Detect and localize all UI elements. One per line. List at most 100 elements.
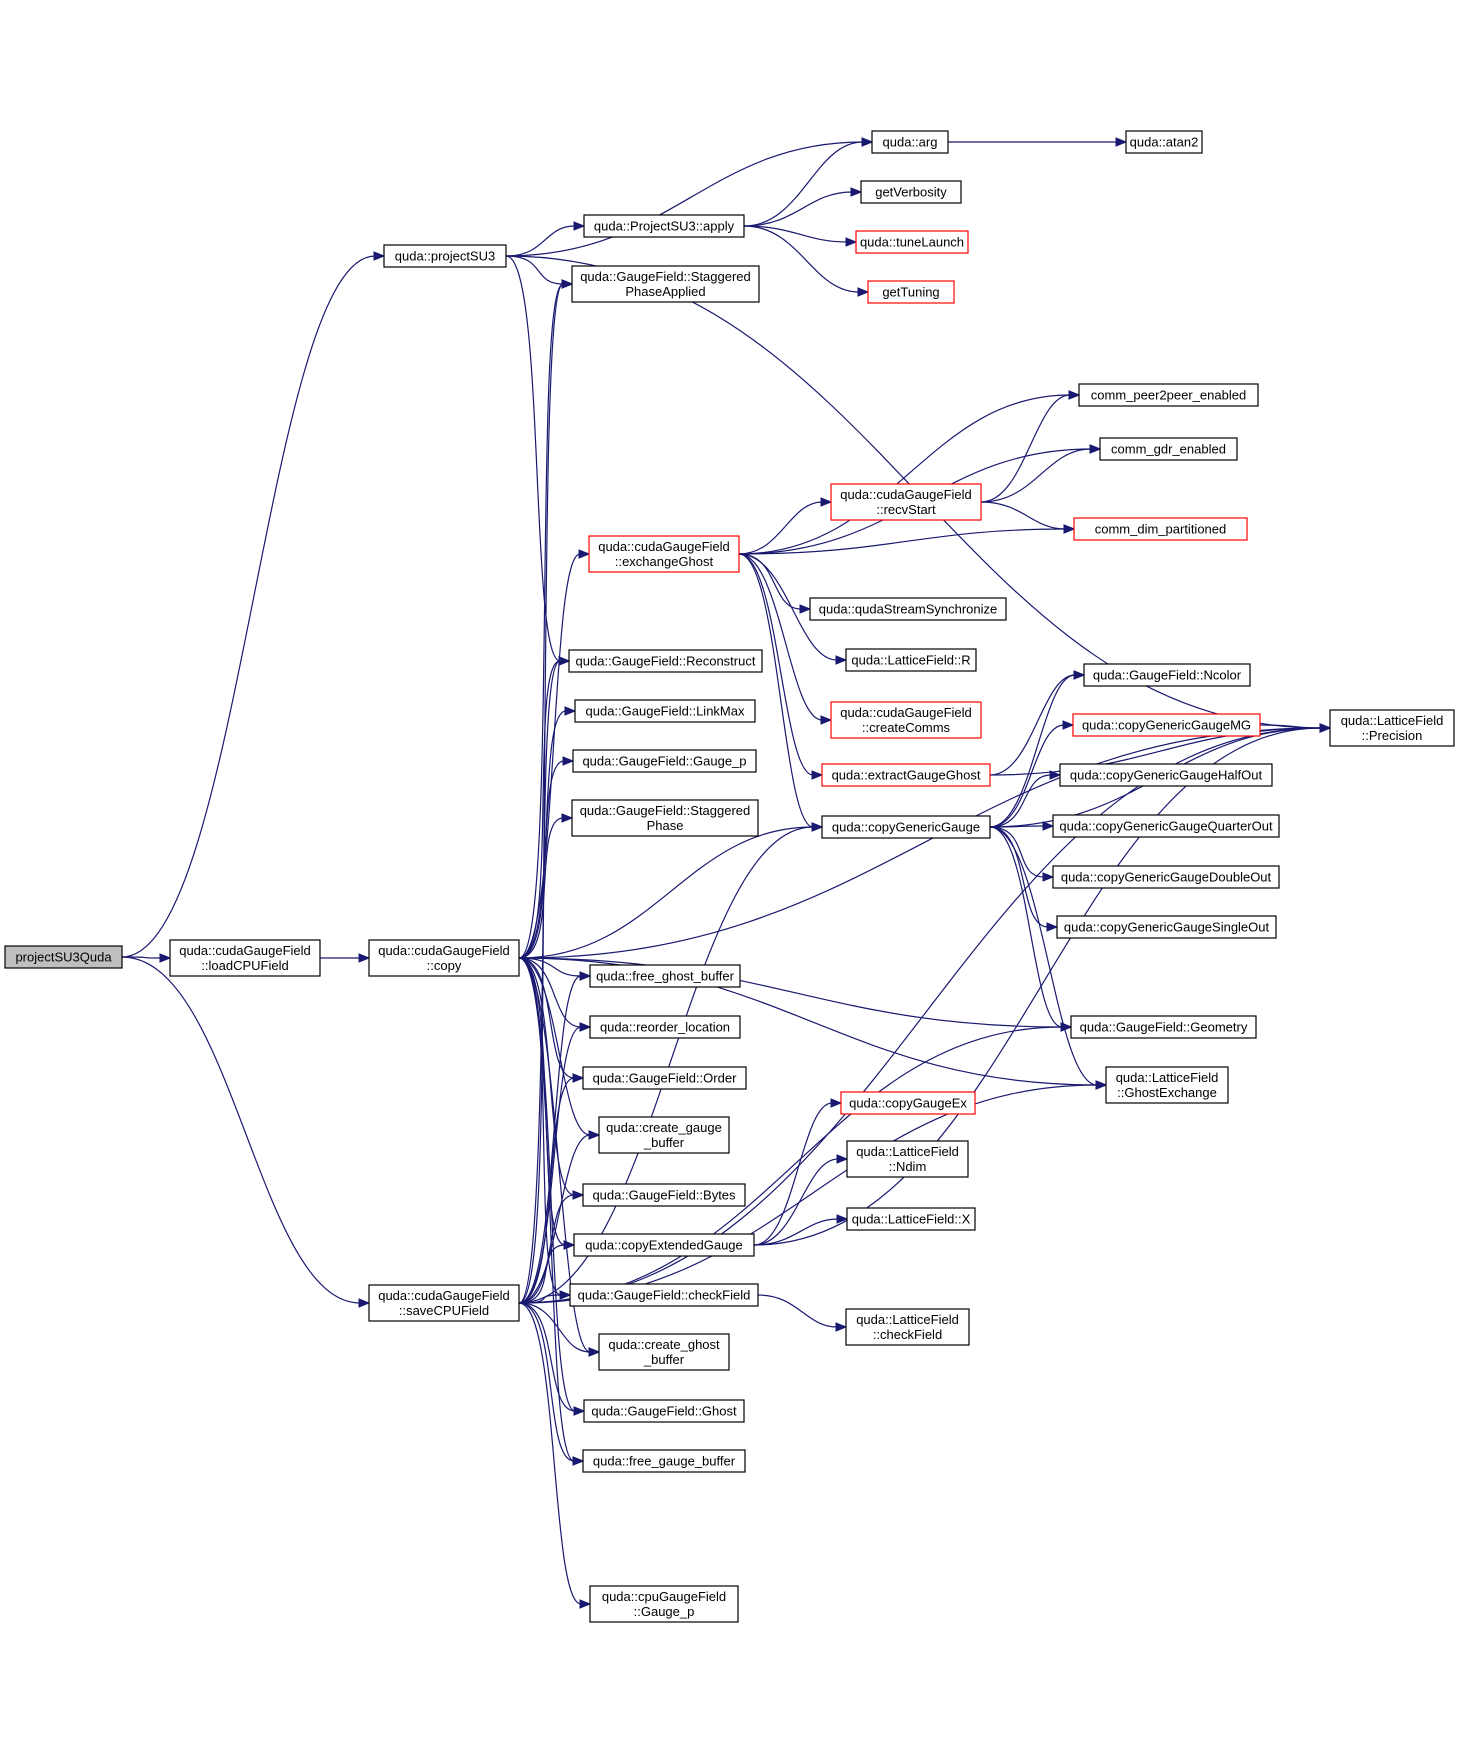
node-box	[845, 1308, 970, 1346]
node-tunelaunch[interactable]: quda::tuneLaunch	[855, 230, 969, 254]
node-box	[809, 597, 1007, 621]
node-reconstruct[interactable]: quda::GaugeField::Reconstruct	[568, 649, 763, 673]
node-arg[interactable]: quda::arg	[871, 130, 949, 154]
node-label: quda::LatticeField::X	[852, 1212, 971, 1227]
node-cgquarter[interactable]: quda::copyGenericGaugeQuarterOut	[1052, 814, 1280, 838]
node-label: quda::LatticeField	[1341, 713, 1444, 728]
node-box	[840, 1091, 976, 1115]
node-projectsu3[interactable]: quda::projectSU3	[383, 244, 507, 268]
node-copygaugeex[interactable]: quda::copyGaugeEx	[840, 1091, 976, 1115]
node-cpugaugep[interactable]: quda::cpuGaugeField::Gauge_p	[589, 1585, 739, 1623]
arrowhead	[564, 706, 577, 716]
node-label: quda::LatticeField	[856, 1144, 959, 1159]
node-box	[582, 1066, 747, 1090]
node-createcomms[interactable]: quda::cudaGaugeField::createComms	[830, 701, 982, 739]
node-box	[574, 699, 756, 723]
node-label: quda::GaugeField::Order	[593, 1071, 737, 1086]
arrowhead	[845, 237, 858, 247]
node-extractghost[interactable]: quda::extractGaugeGhost	[821, 763, 991, 787]
node-cghalf[interactable]: quda::copyGenericGaugeHalfOut	[1059, 763, 1273, 787]
node-label: quda::cudaGaugeField	[378, 1288, 510, 1303]
edge-copygeneric-to-ncolor	[989, 670, 1086, 828]
edge-arg-to-atan2	[948, 137, 1128, 147]
node-exchangeghost[interactable]: quda::cudaGaugeField::exchangeGhost	[588, 535, 740, 573]
node-box	[571, 799, 759, 837]
node-checkfield[interactable]: quda::GaugeField::checkField	[569, 1283, 759, 1307]
edge-projectsu3-to-apply	[505, 221, 586, 257]
node-label: quda::copyGenericGaugeSingleOut	[1064, 920, 1270, 935]
arrowhead	[857, 287, 870, 297]
node-ghostexchange[interactable]: quda::LatticeField::GhostExchange	[1105, 1066, 1229, 1104]
edge-root-to-loadcpu	[121, 953, 172, 963]
node-apply[interactable]: quda::ProjectSU3::apply	[583, 214, 745, 238]
node-cgmg[interactable]: quda::copyGenericGaugeMG	[1072, 713, 1261, 737]
edge-line	[518, 660, 561, 959]
node-box	[867, 280, 955, 304]
edge-line	[518, 957, 1063, 1028]
edge-line	[989, 774, 1052, 828]
node-dimpart[interactable]: comm_dim_partitioned	[1073, 517, 1248, 541]
arrowhead	[572, 1073, 585, 1083]
node-order[interactable]: quda::GaugeField::Order	[582, 1066, 747, 1090]
node-createghost[interactable]: quda::create_ghost_buffer	[598, 1333, 730, 1371]
arrowhead	[1319, 723, 1332, 733]
node-box	[583, 1399, 745, 1423]
node-gettuning[interactable]: getTuning	[867, 280, 955, 304]
node-reorder[interactable]: quda::reorder_location	[589, 1015, 741, 1039]
node-atan2[interactable]: quda::atan2	[1125, 130, 1203, 154]
node-freegauge[interactable]: quda::free_gauge_buffer	[582, 1449, 746, 1473]
node-p2p[interactable]: comm_peer2peer_enabled	[1078, 383, 1259, 407]
node-cgsingle[interactable]: quda::copyGenericGaugeSingleOut	[1056, 915, 1277, 939]
edge-checkfield-to-lfcheck	[757, 1294, 848, 1332]
node-label: quda::cudaGaugeField	[378, 943, 510, 958]
arrowhead	[573, 1406, 586, 1416]
node-label: Phase	[647, 818, 684, 833]
node-bytes[interactable]: quda::GaugeField::Bytes	[582, 1183, 746, 1207]
node-lfr[interactable]: quda::LatticeField::R	[845, 648, 977, 672]
node-box	[1059, 763, 1273, 787]
edge-savecpu-to-copygeneric	[518, 822, 824, 1304]
node-getverbosity[interactable]: getVerbosity	[860, 180, 962, 204]
node-label: quda::copyGenericGaugeQuarterOut	[1059, 819, 1273, 834]
node-label: quda::copyGenericGauge	[832, 820, 980, 835]
node-lfx[interactable]: quda::LatticeField::X	[846, 1207, 976, 1231]
edge-line	[518, 727, 1322, 1304]
node-savecpu[interactable]: quda::cudaGaugeField::saveCPUField	[368, 1284, 520, 1322]
node-label: ::recvStart	[876, 502, 936, 517]
node-gaugep[interactable]: quda::GaugeField::Gauge_p	[572, 749, 757, 773]
node-geometry[interactable]: quda::GaugeField::Geometry	[1070, 1015, 1257, 1039]
node-box	[571, 265, 760, 303]
node-label: ::GhostExchange	[1117, 1085, 1217, 1100]
node-gdr[interactable]: comm_gdr_enabled	[1099, 437, 1238, 461]
node-freeghost[interactable]: quda::free_ghost_buffer	[589, 964, 741, 988]
arrowhead	[358, 953, 371, 963]
node-recvstart[interactable]: quda::cudaGaugeField::recvStart	[830, 483, 982, 521]
node-streamsync[interactable]: quda::qudaStreamSynchronize	[809, 597, 1007, 621]
arrowhead	[820, 497, 833, 507]
edge-savecpu-to-geometry	[518, 1022, 1073, 1304]
node-linkmax[interactable]: quda::GaugeField::LinkMax	[574, 699, 756, 723]
node-cgdouble[interactable]: quda::copyGenericGaugeDoubleOut	[1052, 865, 1280, 889]
edge-line	[518, 1302, 576, 1412]
node-loadcpu[interactable]: quda::cudaGaugeField::loadCPUField	[169, 939, 321, 977]
arrowhead	[830, 1098, 843, 1108]
node-label: quda::create_gauge	[606, 1120, 722, 1135]
node-ndim[interactable]: quda::LatticeField::Ndim	[846, 1140, 969, 1178]
node-precision[interactable]: quda::LatticeField::Precision	[1329, 709, 1455, 747]
node-label: quda::free_ghost_buffer	[596, 969, 734, 984]
node-ghost[interactable]: quda::GaugeField::Ghost	[583, 1399, 745, 1423]
arrowhead	[1042, 872, 1055, 882]
node-copygeneric[interactable]: quda::copyGenericGauge	[821, 815, 991, 839]
node-ncolor[interactable]: quda::GaugeField::Ncolor	[1083, 663, 1251, 687]
node-box	[1070, 1015, 1257, 1039]
node-creategauge[interactable]: quda::create_gauge_buffer	[598, 1116, 730, 1154]
node-copyext[interactable]: quda::copyExtendedGauge	[573, 1233, 755, 1257]
node-box	[846, 1207, 976, 1231]
node-copy[interactable]: quda::cudaGaugeField::copy	[368, 939, 520, 977]
node-lfcheck[interactable]: quda::LatticeField::checkField	[845, 1308, 970, 1346]
edge-exchangeghost-to-extractghost	[738, 553, 824, 780]
edge-apply-to-arg	[743, 137, 874, 227]
arrowhead	[579, 971, 592, 981]
